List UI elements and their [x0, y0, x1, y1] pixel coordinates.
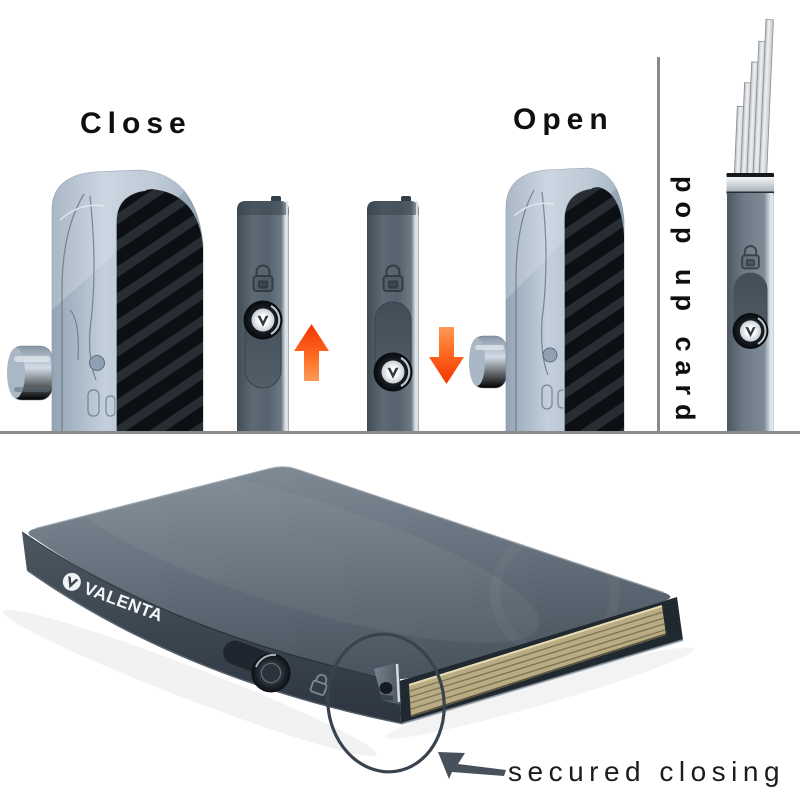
open-device-knob	[469, 335, 507, 389]
edge-view-open	[367, 196, 419, 433]
open-device-pin	[542, 347, 558, 363]
cardholder-product-photo: VALENTA	[3, 462, 694, 757]
slider-button	[733, 313, 769, 349]
edge-view-closed	[237, 196, 289, 433]
popup-device	[726, 19, 774, 433]
arrow-down-icon	[429, 327, 464, 384]
slider-button-down	[374, 353, 413, 392]
arrow-up-icon	[294, 324, 329, 381]
close-state-label: Close	[80, 107, 192, 140]
bottom-section-art: VALENTA	[3, 462, 694, 779]
open-device-carbon-panel	[564, 187, 624, 433]
open-device-detail-lines	[513, 189, 567, 433]
valenta-v-icon	[62, 572, 81, 591]
corner-latch	[374, 662, 401, 705]
annotation-circle	[326, 632, 446, 774]
horizontal-divider	[0, 431, 800, 434]
popped-cards	[733, 19, 774, 189]
close-device-photo	[7, 169, 204, 433]
close-device-knob	[7, 345, 53, 401]
card-stack-edge	[399, 597, 684, 725]
secured-closing-label: secured closing	[508, 756, 786, 787]
lock-icon	[309, 674, 328, 696]
product-front-face	[22, 532, 401, 724]
vertical-divider	[657, 57, 660, 432]
close-device-carbon-panel	[116, 189, 203, 433]
popup-chrome-cap	[726, 177, 774, 192]
product-top-face	[28, 466, 671, 680]
open-device-photo	[469, 167, 625, 433]
annotation-arrow-icon	[438, 752, 506, 779]
open-state-label: Open	[513, 103, 614, 136]
slider-button-up	[244, 301, 283, 340]
top-section-art	[7, 19, 774, 433]
pop-up-card-label: pop up card	[670, 176, 700, 430]
slider-knob	[223, 640, 291, 693]
close-device-pin	[89, 355, 105, 371]
